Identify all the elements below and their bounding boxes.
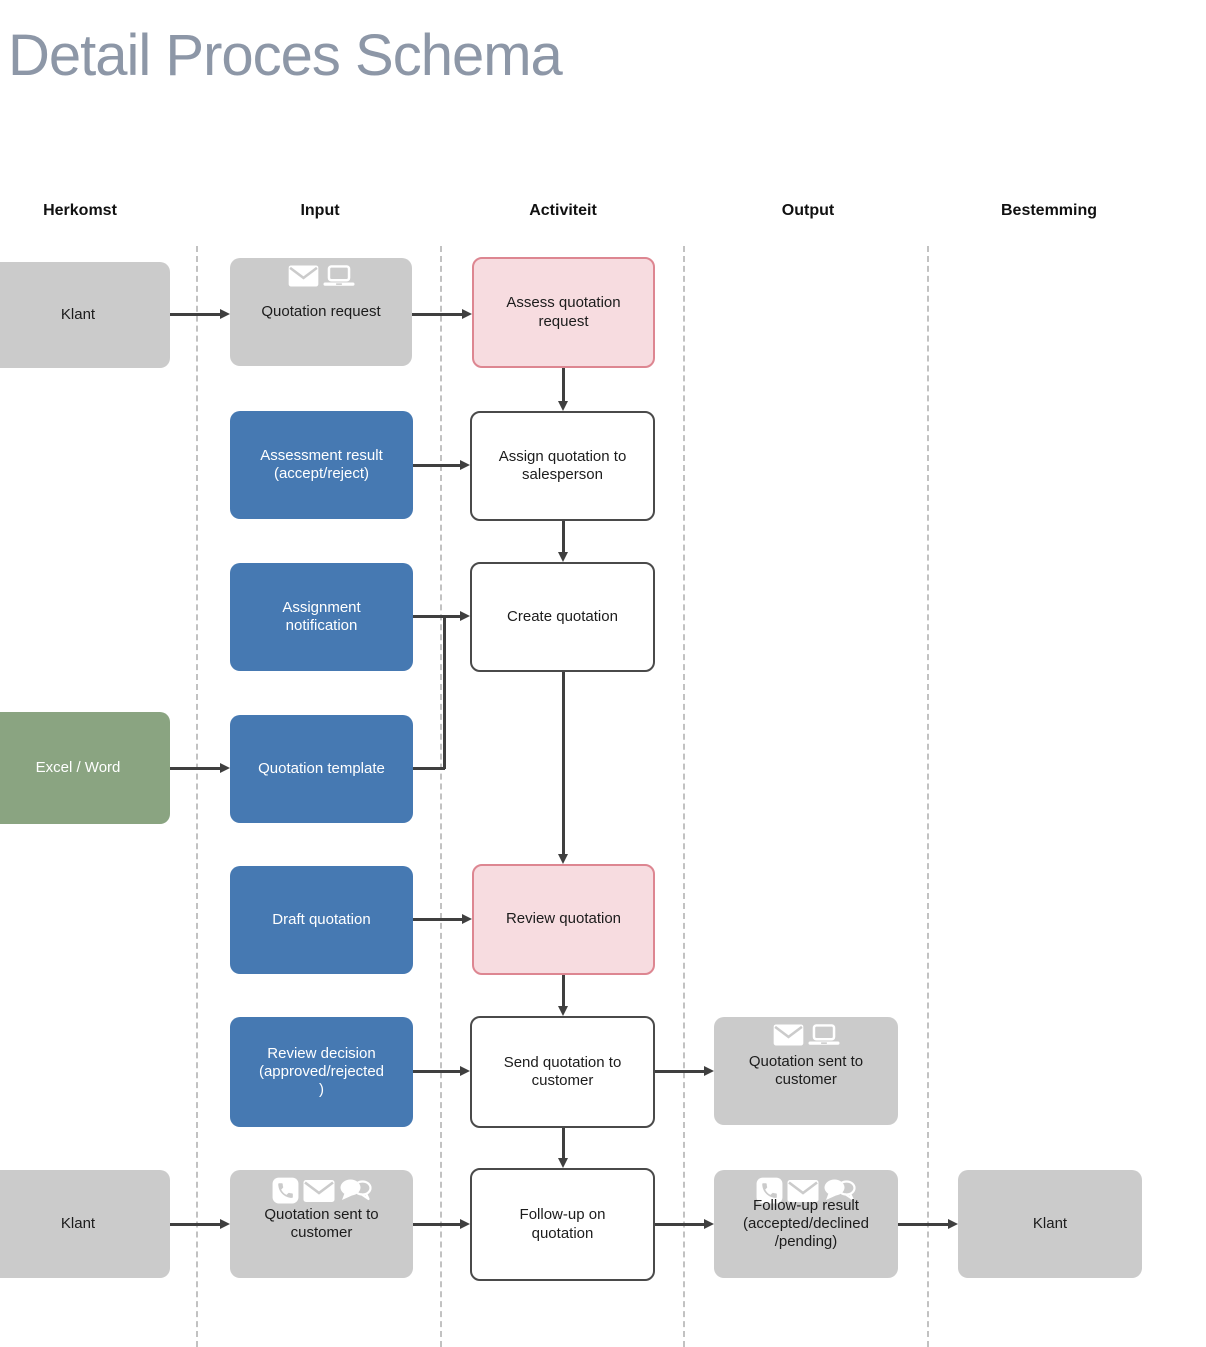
- laptop-icon: [323, 265, 354, 286]
- arrow-followup-result-to-klant: [898, 1223, 948, 1226]
- arrow-assign-to-create: [562, 521, 565, 552]
- column-header-output: Output: [781, 202, 835, 219]
- lane-divider: [927, 246, 929, 1347]
- column-header-herkomst: Herkomst: [43, 202, 117, 219]
- chat-icon: [340, 1179, 372, 1200]
- node-excel-word: Excel / Word: [0, 712, 170, 824]
- node-klant-source-1: Klant: [0, 262, 170, 368]
- page-title: Detail Proces Schema: [8, 23, 563, 88]
- phone-icon: [272, 1177, 298, 1204]
- node-create-quotation: Create quotation: [470, 562, 655, 672]
- node-label: Create quotation: [507, 607, 618, 625]
- node-label: Quotation request: [261, 302, 381, 320]
- node-draft-quotation: Draft quotation: [230, 866, 413, 974]
- node-klant-source-2: Klant: [0, 1170, 170, 1278]
- envelope-icon: [787, 1179, 819, 1202]
- node-label: Review decision(approved/rejected): [258, 1044, 385, 1099]
- column-header-activiteit: Activiteit: [529, 202, 597, 219]
- lane-divider: [683, 246, 685, 1347]
- node-quotation-request: Quotation request: [230, 258, 412, 366]
- node-label: Klant: [60, 305, 96, 323]
- node-label: Klant: [60, 1214, 96, 1232]
- arrow-send-to-quotation-sent-output: [655, 1070, 704, 1073]
- arrow-followup-to-followup-result: [655, 1223, 704, 1226]
- node-review-quotation: Review quotation: [472, 864, 655, 975]
- envelope-icon: [773, 1024, 803, 1046]
- arrow-assessment-result-to-assign: [413, 464, 460, 467]
- phone-icon: [756, 1177, 783, 1204]
- arrow-quotation-request-to-assess: [412, 313, 462, 316]
- connector-quotation-template-vertical: [443, 616, 446, 769]
- arrow-create-to-review: [562, 672, 565, 854]
- lane-divider: [196, 246, 198, 1347]
- arrow-draft-to-review: [413, 918, 462, 921]
- arrow-klant-to-quotation-sent-input: [170, 1223, 220, 1226]
- connector-quotation-template-horizontal: [413, 767, 445, 770]
- chat-icon: [824, 1179, 856, 1200]
- node-label: Follow-up result(accepted/declined/pendi…: [743, 1196, 869, 1251]
- arrow-send-to-followup: [562, 1128, 565, 1158]
- node-label: Klant: [1032, 1214, 1068, 1232]
- arrow-review-decision-to-send: [413, 1070, 460, 1073]
- column-header-input: Input: [300, 202, 340, 219]
- channel-icons: [714, 1177, 898, 1204]
- laptop-icon: [808, 1024, 839, 1045]
- node-assessment-result: Assessment result(accept/reject): [230, 411, 413, 519]
- lane-divider: [440, 246, 442, 1347]
- arrow-assignment-notification-to-create: [413, 615, 460, 618]
- node-label: Quotation template: [258, 759, 385, 777]
- arrow-klant-to-quotation-request: [170, 313, 220, 316]
- arrow-review-to-send: [562, 975, 565, 1006]
- column-header-bestemming: Bestemming: [1000, 202, 1098, 219]
- node-review-decision: Review decision(approved/rejected): [230, 1017, 413, 1127]
- node-quotation-template: Quotation template: [230, 715, 413, 823]
- channel-icons: [230, 265, 412, 287]
- node-label: Assessment result(accept/reject): [260, 446, 383, 482]
- envelope-icon: [303, 1179, 334, 1202]
- arrow-excel-word-to-quotation-template: [170, 767, 220, 770]
- channel-icons: [714, 1024, 898, 1046]
- envelope-icon: [288, 265, 318, 287]
- arrow-assess-to-assign: [562, 368, 565, 401]
- node-label: Draft quotation: [272, 910, 371, 928]
- arrow-quotation-sent-input-to-followup: [413, 1223, 460, 1226]
- node-label: Review quotation: [505, 910, 622, 928]
- node-followup-result: Follow-up result(accepted/declined/pendi…: [714, 1170, 898, 1278]
- channel-icons: [230, 1177, 413, 1204]
- node-klant-destination: Klant: [958, 1170, 1142, 1278]
- node-label: Excel / Word: [35, 758, 121, 776]
